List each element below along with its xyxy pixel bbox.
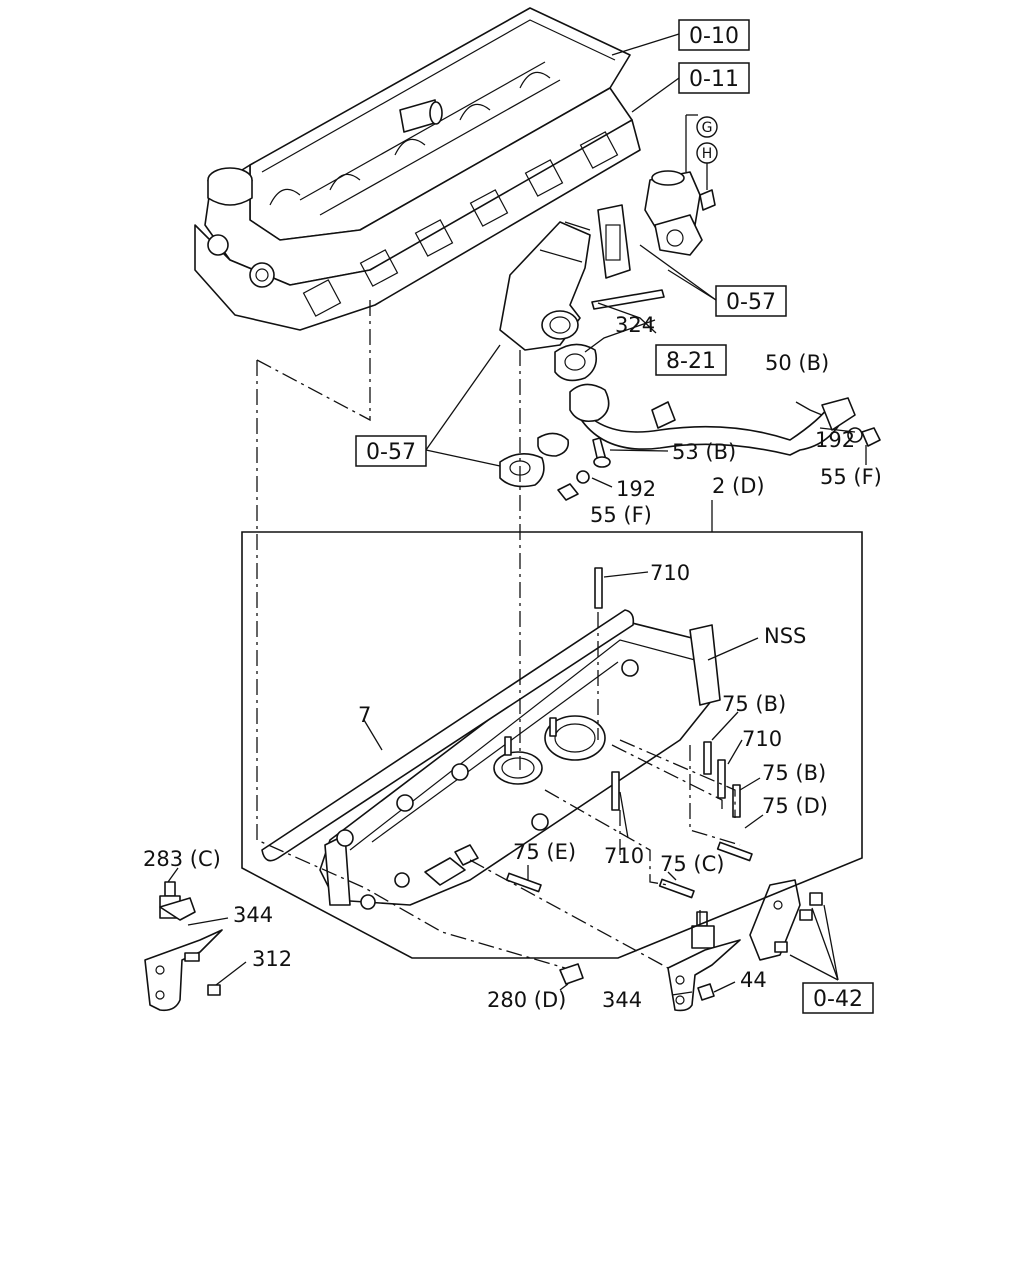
- callout-0-57-upper-text: 0-57: [726, 290, 776, 315]
- label-75b-1: 75 (B): [722, 692, 786, 716]
- bolt-280d: [559, 963, 584, 985]
- label-75b-2: 75 (B): [762, 761, 826, 785]
- connector-h[interactable]: H: [696, 142, 718, 164]
- egr-pipe-50b: [569, 383, 881, 456]
- callout-0-11-text: 0-11: [689, 67, 739, 92]
- label-280d: 280 (D): [487, 988, 566, 1012]
- label-75e: 75 (E): [513, 840, 576, 864]
- label-53b: 53 (B): [672, 440, 736, 464]
- label-50b: 50 (B): [765, 351, 829, 375]
- studs: [504, 567, 753, 899]
- label-710-top: 710: [650, 561, 690, 585]
- label-55f-right: 55 (F): [820, 465, 882, 489]
- callout-0-42-text: 0-42: [813, 987, 863, 1012]
- label-7: 7: [358, 703, 371, 727]
- label-344-left: 344: [233, 903, 273, 927]
- label-192-right: 192: [815, 428, 855, 452]
- callout-0-10-text: 0-10: [689, 24, 739, 49]
- intake-manifold: [319, 619, 721, 910]
- connector-g[interactable]: G: [686, 114, 718, 138]
- egr-valve: [597, 115, 716, 279]
- label-344-right: 344: [602, 988, 642, 1012]
- label-nss: NSS: [764, 624, 806, 648]
- callout-0-10[interactable]: 0-10: [678, 19, 750, 51]
- label-283c: 283 (C): [143, 847, 221, 871]
- callout-0-11[interactable]: 0-11: [678, 62, 750, 94]
- callout-8-21-text: 8-21: [666, 349, 716, 374]
- label-75d: 75 (D): [762, 794, 828, 818]
- callout-0-57-upper[interactable]: 0-57: [715, 285, 787, 317]
- label-710-mid: 710: [742, 727, 782, 751]
- connector-h-text: H: [702, 146, 713, 162]
- callout-8-21[interactable]: 8-21: [655, 344, 727, 376]
- callout-0-57-lower-text: 0-57: [366, 440, 416, 465]
- egr-elbow: [499, 221, 665, 382]
- assembly-frame: [241, 531, 863, 959]
- label-324: 324: [615, 313, 655, 337]
- mid-hardware: [499, 432, 611, 501]
- label-44: 44: [740, 968, 767, 992]
- label-75c: 75 (C): [660, 852, 724, 876]
- label-2d: 2 (D): [712, 474, 765, 498]
- leader-lines: [167, 33, 867, 996]
- callout-0-57-lower[interactable]: 0-57: [355, 435, 427, 467]
- callout-0-42[interactable]: 0-42: [802, 982, 874, 1014]
- part-labels: 324 50 (B) 192 55 (F) 53 (B) 192 55 (F) …: [143, 313, 882, 1012]
- center-lines: [256, 300, 741, 969]
- label-192-mid: 192: [616, 477, 656, 501]
- label-312: 312: [252, 947, 292, 971]
- left-sensor-bracket: [144, 881, 223, 1012]
- connector-g-text: G: [702, 120, 713, 136]
- manifold-gasket: [261, 609, 635, 862]
- cylinder-head-assembly: [194, 7, 641, 331]
- label-710-low: 710: [604, 844, 644, 868]
- label-55f-mid: 55 (F): [590, 503, 652, 527]
